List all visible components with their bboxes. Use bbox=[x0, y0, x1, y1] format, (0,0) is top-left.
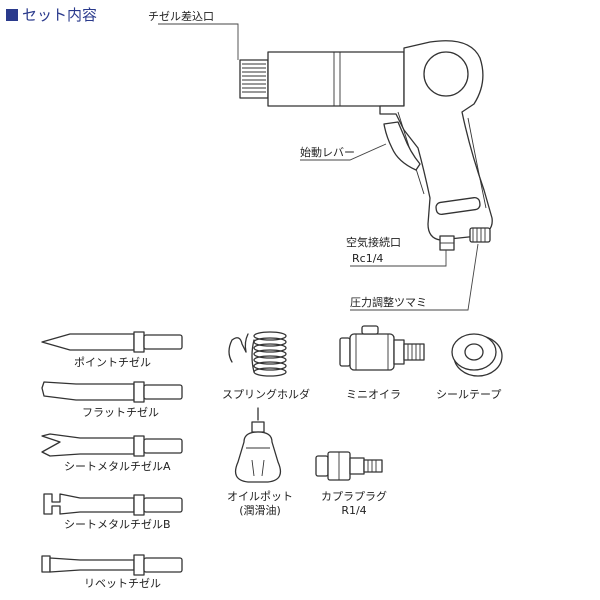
hammer-barrel bbox=[267, 51, 405, 107]
coupler-plug-illustration bbox=[315, 451, 383, 481]
label-air-inlet-thread: Rc1/4 bbox=[352, 252, 384, 265]
label-oil-pot-note: (潤滑油) bbox=[239, 504, 281, 517]
air-hammer-illustration bbox=[158, 23, 493, 311]
oil-pot-illustration bbox=[234, 407, 282, 483]
spring-holder-illustration bbox=[228, 331, 287, 377]
section-title: セット内容 bbox=[6, 4, 97, 25]
label-spring-holder: スプリングホルダ bbox=[222, 388, 310, 401]
label-coupler-plug-thread: R1/4 bbox=[341, 504, 367, 517]
label-flat-chisel: フラットチゼル bbox=[82, 406, 159, 419]
label-air-inlet: 空気接続口 bbox=[346, 236, 401, 249]
point-chisel-illustration bbox=[41, 331, 183, 353]
section-title-text: セット内容 bbox=[22, 6, 98, 24]
square-bullet-icon bbox=[6, 9, 18, 21]
label-seal-tape: シールテープ bbox=[436, 388, 502, 401]
label-sheet-metal-chisel-b: シートメタルチゼルB bbox=[64, 518, 171, 531]
label-rivet-chisel: リベットチゼル bbox=[84, 577, 161, 590]
label-start-lever: 始動レバー bbox=[300, 146, 355, 159]
rear-exhaust-cap bbox=[423, 51, 469, 97]
label-mini-oiler: ミニオイラ bbox=[346, 388, 401, 401]
label-coupler-plug: カプラプラグ bbox=[321, 490, 387, 503]
sheet-metal-chisel-a-illustration bbox=[41, 433, 183, 457]
label-chisel-inlet: チゼル差込口 bbox=[148, 10, 214, 23]
label-sheet-metal-chisel-a: シートメタルチゼルA bbox=[64, 460, 171, 473]
sheet-metal-chisel-b-illustration bbox=[43, 493, 183, 516]
mini-oiler-illustration bbox=[339, 325, 425, 371]
label-point-chisel: ポイントチゼル bbox=[74, 356, 151, 369]
label-oil-pot: オイルポット bbox=[227, 490, 293, 503]
trigger-lever bbox=[383, 121, 421, 171]
label-pressure-knob: 圧力調整ツマミ bbox=[350, 296, 427, 309]
flat-chisel-illustration bbox=[41, 381, 183, 403]
seal-tape-illustration bbox=[451, 333, 503, 377]
hammer-grip-body bbox=[379, 40, 493, 241]
rivet-chisel-illustration bbox=[41, 554, 183, 576]
